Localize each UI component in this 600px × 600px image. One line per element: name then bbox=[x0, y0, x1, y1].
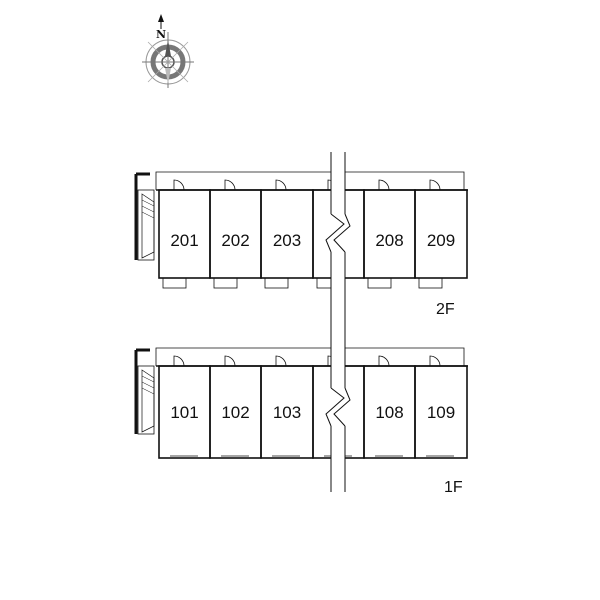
unit-109 bbox=[414, 365, 468, 459]
compass-rose-icon bbox=[142, 32, 194, 88]
staircase bbox=[134, 348, 155, 435]
balconies bbox=[162, 277, 443, 289]
compass: N bbox=[142, 14, 194, 88]
door-icons bbox=[173, 355, 441, 367]
unit-label-102: 102 bbox=[221, 403, 249, 422]
unit-label-201: 201 bbox=[170, 231, 198, 250]
unit-label-202: 202 bbox=[221, 231, 249, 250]
door-icons bbox=[173, 179, 441, 191]
unit-label-209: 209 bbox=[427, 231, 455, 250]
north-label: N bbox=[156, 28, 166, 41]
unit-label-108: 108 bbox=[375, 403, 403, 422]
floor-1F: 101 102 103 108 109 1F bbox=[134, 347, 468, 496]
staircase bbox=[134, 172, 155, 261]
unit-label-103: 103 bbox=[273, 403, 301, 422]
floor-2F: 201 202 203 208 209 2F bbox=[134, 171, 468, 318]
break-line bbox=[325, 152, 351, 492]
unit-label-109: 109 bbox=[427, 403, 455, 422]
unit-label-101: 101 bbox=[170, 403, 198, 422]
floor-label-2F: 2F bbox=[436, 301, 455, 318]
unit-label-203: 203 bbox=[273, 231, 301, 250]
floor-label-1F: 1F bbox=[444, 479, 463, 496]
unit-label-208: 208 bbox=[375, 231, 403, 250]
north-arrow-icon bbox=[158, 14, 164, 22]
